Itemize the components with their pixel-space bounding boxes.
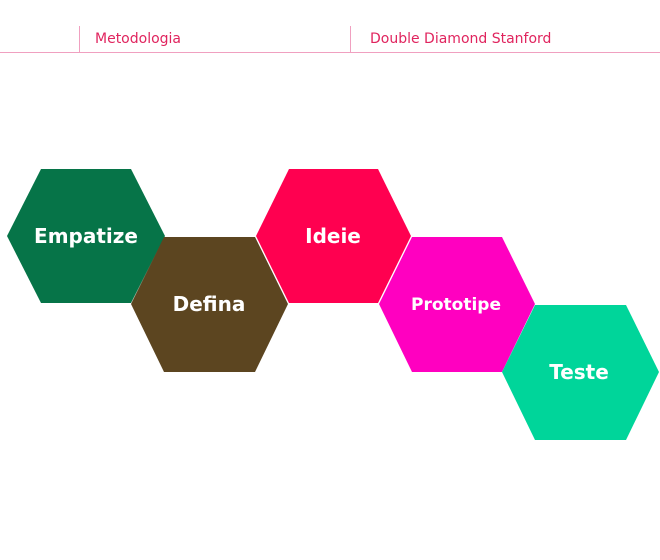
hex-shape-teste — [502, 305, 659, 440]
hex-stage-defina: Defina — [131, 237, 288, 372]
hex-label-prototipe: Prototipe — [411, 295, 501, 315]
slide-header: Metodologia Double Diamond Stanford — [0, 0, 660, 53]
hex-label-defina: Defina — [173, 292, 246, 316]
hex-shape-empatize — [7, 169, 165, 303]
header-rule — [0, 52, 660, 53]
hex-shape-ideie — [256, 169, 411, 303]
hex-label-ideie: Ideie — [305, 224, 361, 248]
header-subject-label: Double Diamond Stanford — [370, 31, 552, 47]
hex-stage-ideie: Ideie — [256, 169, 411, 303]
header-divider-right — [350, 26, 351, 52]
header-section-label: Metodologia — [95, 31, 182, 47]
hex-stage-prototipe: Prototipe — [379, 237, 535, 372]
hex-stage-teste: Teste — [502, 305, 659, 440]
hex-label-empatize: Empatize — [34, 224, 138, 248]
hex-stage-empatize: Empatize — [7, 169, 165, 303]
hex-label-teste: Teste — [549, 360, 609, 384]
header-divider-left — [79, 26, 80, 52]
hex-shape-prototipe — [379, 237, 535, 372]
hex-shape-defina — [131, 237, 288, 372]
